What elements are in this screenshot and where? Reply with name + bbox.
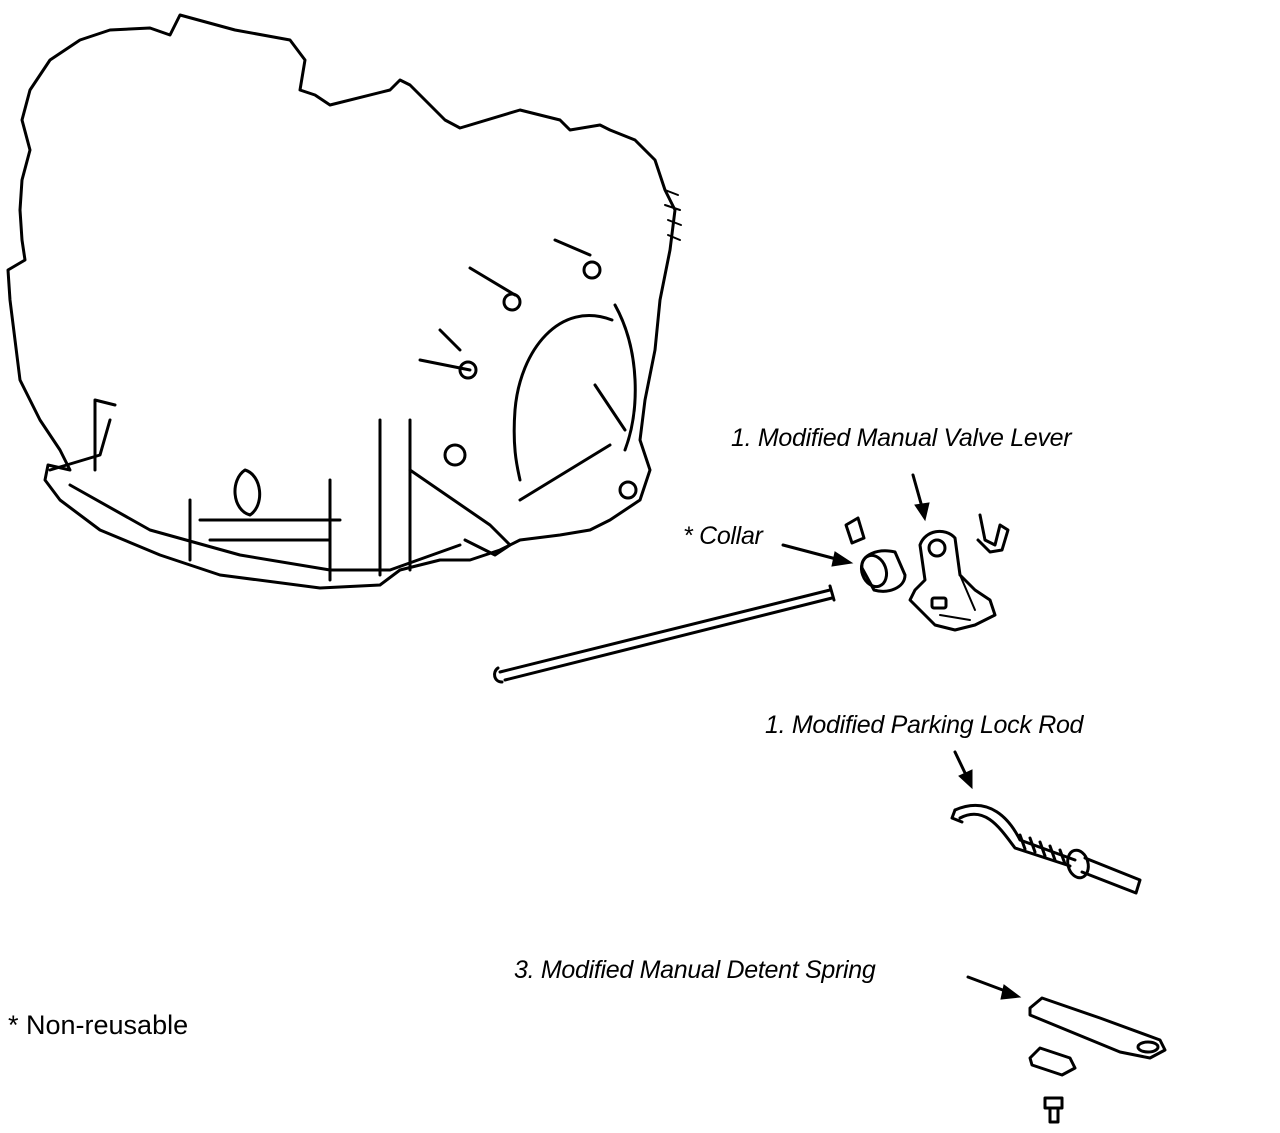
leader-arrows bbox=[781, 473, 1022, 1000]
detent-spring-part bbox=[1028, 996, 1167, 1124]
manual-valve-shaft bbox=[493, 584, 836, 684]
clip-part bbox=[976, 513, 1010, 554]
valve-lever-label: 1. Modified Manual Valve Lever bbox=[731, 424, 1072, 452]
non-reusable-note: * Non-reusable bbox=[8, 1010, 189, 1040]
detent-spring-label: 3. Modified Manual Detent Spring bbox=[514, 956, 876, 984]
valve-lever-part bbox=[908, 529, 997, 632]
parking-lock-rod-part bbox=[950, 803, 1142, 895]
collar-part bbox=[844, 516, 907, 593]
transaxle-housing bbox=[6, 13, 682, 590]
collar-label: * Collar bbox=[683, 522, 763, 550]
parking-lock-rod-label: 1. Modified Parking Lock Rod bbox=[765, 711, 1084, 739]
